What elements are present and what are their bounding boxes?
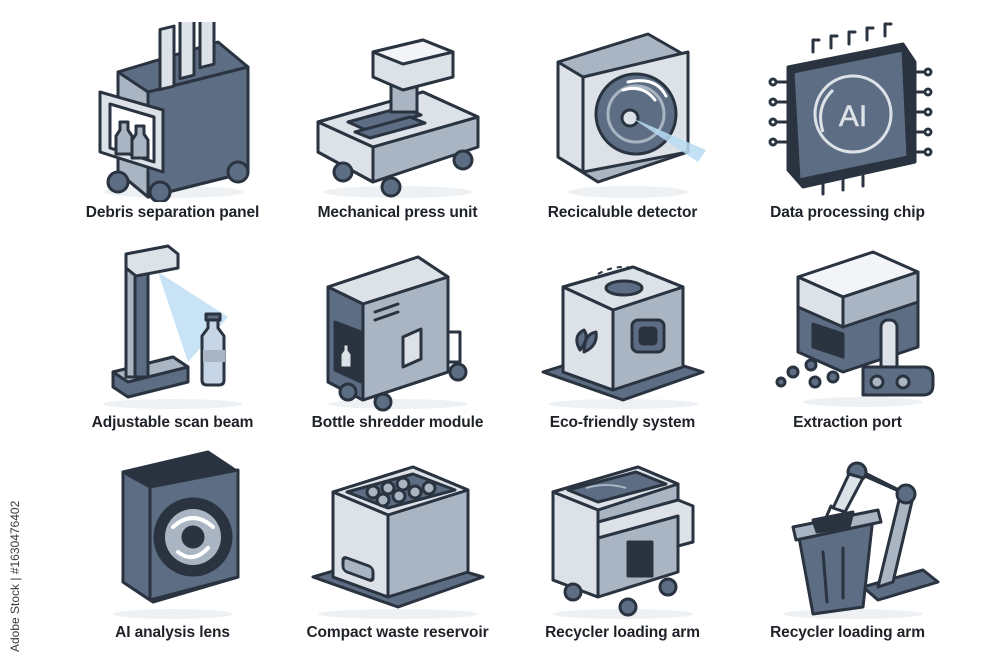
icon-tile-data-processing-chip: AI Data processing chip [735,22,960,232]
icon-tile-bottle-shredder-module: Bottle shredder module [285,232,510,442]
icon-tile-ai-analysis-lens: AI analysis lens [60,442,285,652]
icon-label: Extraction port [793,414,902,431]
eco-friendly-system-icon [541,265,704,409]
icon-label: Bottle shredder module [311,414,484,431]
icon-label: AI analysis lens [115,624,230,641]
icon-tile-recycler-loading-arm-bin: Recycler loading arm [735,442,960,652]
icon-tile-mechanical-press-unit: Mechanical press unit [285,22,510,232]
icon-tile-extraction-port: Extraction port [735,232,960,442]
icon-label: Adjustable scan beam [91,414,254,431]
mechanical-press-unit-icon [316,38,479,198]
stock-id-watermark: Adobe Stock | #1630476402 [8,500,22,652]
icon-tile-compact-waste-reservoir: Compact waste reservoir [285,442,510,652]
icon-grid: Debris separation panel Mechanical press… [60,22,960,662]
icon-tile-debris-separation-panel: Debris separation panel [60,22,285,232]
icon-label: Recycler loading arm [545,624,700,641]
ai-analysis-lens-icon [112,450,239,619]
chip-ai-text: AI [838,100,866,133]
icon-label: Data processing chip [770,204,925,221]
bottle-shredder-module-icon [326,255,468,412]
icon-tile-adjustable-scan-beam: Adjustable scan beam [60,232,285,442]
icon-tile-recyclable-detector: Recicaluble detector [510,22,735,232]
debris-separation-panel-icon [98,22,249,202]
data-processing-chip-icon: AI [768,22,932,196]
icon-label: Recicaluble detector [547,204,698,221]
icon-label: Mechanical press unit [317,204,478,221]
compact-waste-reservoir-icon [311,465,484,619]
icon-label: Compact waste reservoir [306,624,489,641]
recycler-loading-arm-bin-icon [782,461,939,619]
extraction-port-icon [775,250,934,407]
icon-tile-recycler-loading-arm: Recycler loading arm [510,442,735,652]
icon-label: Recycler loading arm [770,624,925,641]
icon-tile-eco-friendly-system: Eco-friendly system [510,232,735,442]
adjustable-scan-beam-icon [102,244,243,409]
recyclable-detector-icon [556,32,706,198]
icon-label: Eco-friendly system [549,414,696,431]
icon-label: Debris separation panel [85,204,260,221]
recycler-loading-arm-icon [551,465,694,619]
